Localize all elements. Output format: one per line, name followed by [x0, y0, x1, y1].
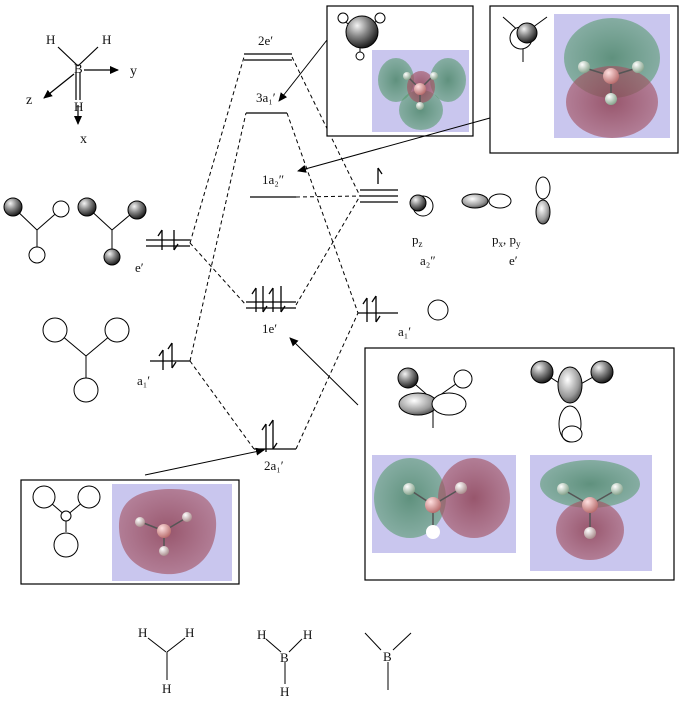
box-1a2-orbital — [489, 5, 679, 154]
ch3-h-left: H — [138, 625, 147, 640]
label-1e-prime: 1e′ — [262, 321, 277, 336]
axis-h-left: H — [46, 32, 55, 47]
label-e-prime-right: e′ — [509, 253, 518, 268]
left-level-a1 — [150, 342, 190, 370]
atoms-3a1 — [403, 72, 438, 110]
axis-h-bottom: H — [74, 99, 83, 114]
ball-stick-2a1 — [32, 485, 101, 558]
label-2a1-prime: 2a₁′ — [264, 458, 284, 473]
bh3-structure: H H B H — [257, 627, 312, 699]
atoms-1e-b — [557, 483, 623, 539]
salc-e-prime-1 — [3, 197, 70, 264]
px-orbital-sketch — [461, 193, 512, 209]
axis-system — [43, 46, 119, 125]
ao-level-s — [358, 295, 398, 323]
label-3a1-prime: 3a₁′ — [256, 90, 276, 105]
salc-e-prime-2 — [77, 197, 147, 266]
atoms-2a1 — [135, 512, 192, 556]
stick-b: B — [383, 649, 392, 664]
ch3-h-bottom: H — [162, 681, 171, 696]
correlation-lines — [189, 56, 361, 450]
pz-orbital-sketch — [409, 194, 434, 217]
mo-level-1e — [246, 286, 296, 313]
axis-z-label: z — [26, 93, 32, 108]
bh3-b: B — [280, 650, 289, 665]
bh3-h-bottom: H — [280, 684, 289, 699]
ao-level-p — [360, 167, 398, 203]
left-level-e — [146, 229, 190, 251]
box-1e-orbitals — [364, 347, 675, 581]
label-px-py: px, py — [492, 232, 521, 249]
lobes-1e-a — [374, 458, 510, 538]
bh3-h-left: H — [257, 627, 266, 642]
axis-x-label: x — [80, 132, 87, 147]
label-a1-prime-left: a₁′ — [137, 373, 150, 388]
label-pz: pz — [412, 232, 423, 249]
ball-stick-1e-a — [397, 367, 473, 428]
axis-h-right: H — [102, 32, 111, 47]
label-1a2: 1a₂″ — [262, 172, 284, 187]
ch3-h-right: H — [185, 625, 194, 640]
atoms-1e-a — [403, 482, 467, 539]
box-2a1-orbital — [20, 479, 240, 585]
py-orbital-sketch — [535, 176, 551, 225]
label-a2-right: a₂″ — [420, 253, 436, 268]
salc-a1-prime — [42, 317, 130, 403]
callout-arrows — [144, 39, 491, 476]
box-3a1-orbital — [326, 5, 474, 137]
stick-structure: B — [364, 632, 412, 690]
label-a1-prime-right: a₁′ — [398, 324, 411, 339]
bh3-h-right: H — [303, 627, 312, 642]
ball-stick-1e-b — [530, 360, 614, 443]
label-e-prime-left: e′ — [135, 260, 144, 275]
mo-level-2a1 — [254, 419, 296, 452]
mo-level-2e — [244, 53, 292, 61]
ch3-structure: H H H — [138, 625, 194, 696]
atoms-1a2 — [578, 61, 644, 105]
label-2e-prime: 2e′ — [258, 33, 273, 48]
s-orbital-sketch — [427, 299, 449, 321]
ball-stick-1a2 — [502, 16, 548, 62]
axis-b-label: B — [74, 61, 83, 76]
axis-y-label: y — [130, 64, 137, 79]
ball-stick-3a1 — [337, 12, 386, 61]
